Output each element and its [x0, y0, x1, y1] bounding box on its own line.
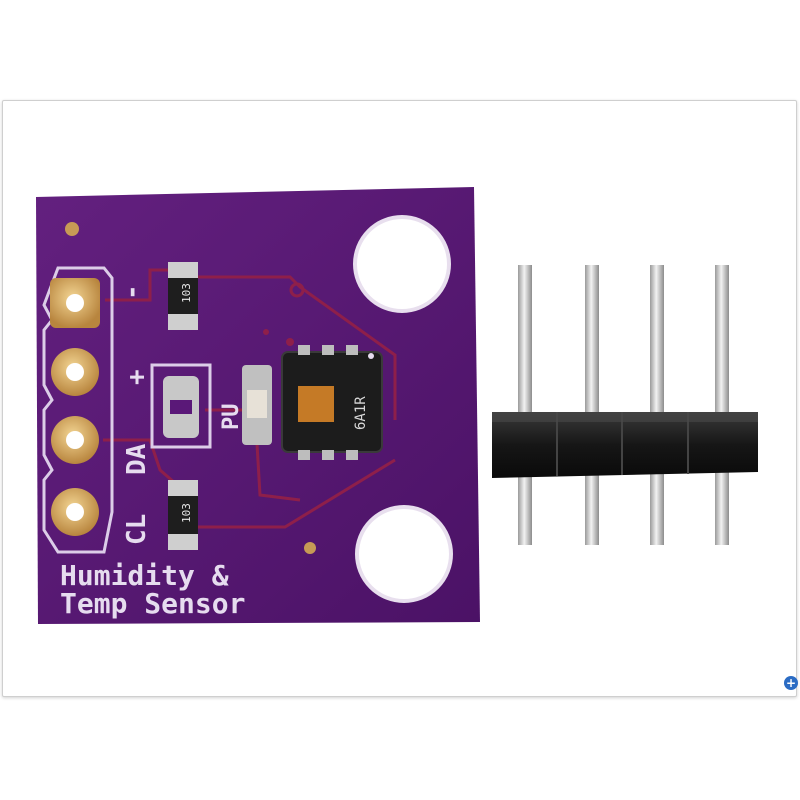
pcb-traces [103, 268, 397, 529]
header-pin [650, 265, 664, 545]
sensor-chip: 6A1R [281, 345, 383, 460]
header-pin [585, 265, 599, 545]
zoom-plus-button[interactable]: + [784, 676, 798, 690]
via-dot [65, 222, 79, 236]
pin-pads [50, 278, 100, 536]
resistor-bottom-code: 103 [180, 503, 193, 523]
pin-label-clock: CL [122, 514, 152, 545]
pin-header [492, 265, 758, 545]
pin-outline [42, 266, 114, 554]
resistor-top: 103 [168, 262, 198, 330]
via-ring [289, 282, 305, 298]
via-dot [263, 329, 269, 335]
pin-label-plus: + [122, 369, 152, 385]
via-dot [304, 542, 316, 554]
pu-label: PU [219, 404, 244, 431]
header-plastic [492, 412, 758, 478]
header-pin [518, 265, 532, 545]
mounting-hole [355, 505, 453, 603]
resistor-bottom: 103 [168, 480, 198, 550]
chip-sensor-window [298, 386, 334, 422]
chip-marking: 6A1R [353, 396, 369, 430]
pin-label-data: DA [122, 443, 152, 475]
pin-label-minus: - [117, 284, 147, 300]
board-title-line1: Humidity & [60, 559, 229, 592]
board-title-line2: Temp Sensor [60, 587, 245, 620]
mounting-hole [353, 215, 451, 313]
capacitor [242, 365, 272, 445]
header-pin [715, 265, 729, 545]
via-dot [286, 338, 294, 346]
pu-jumper [150, 363, 212, 449]
resistor-top-code: 103 [180, 283, 193, 303]
